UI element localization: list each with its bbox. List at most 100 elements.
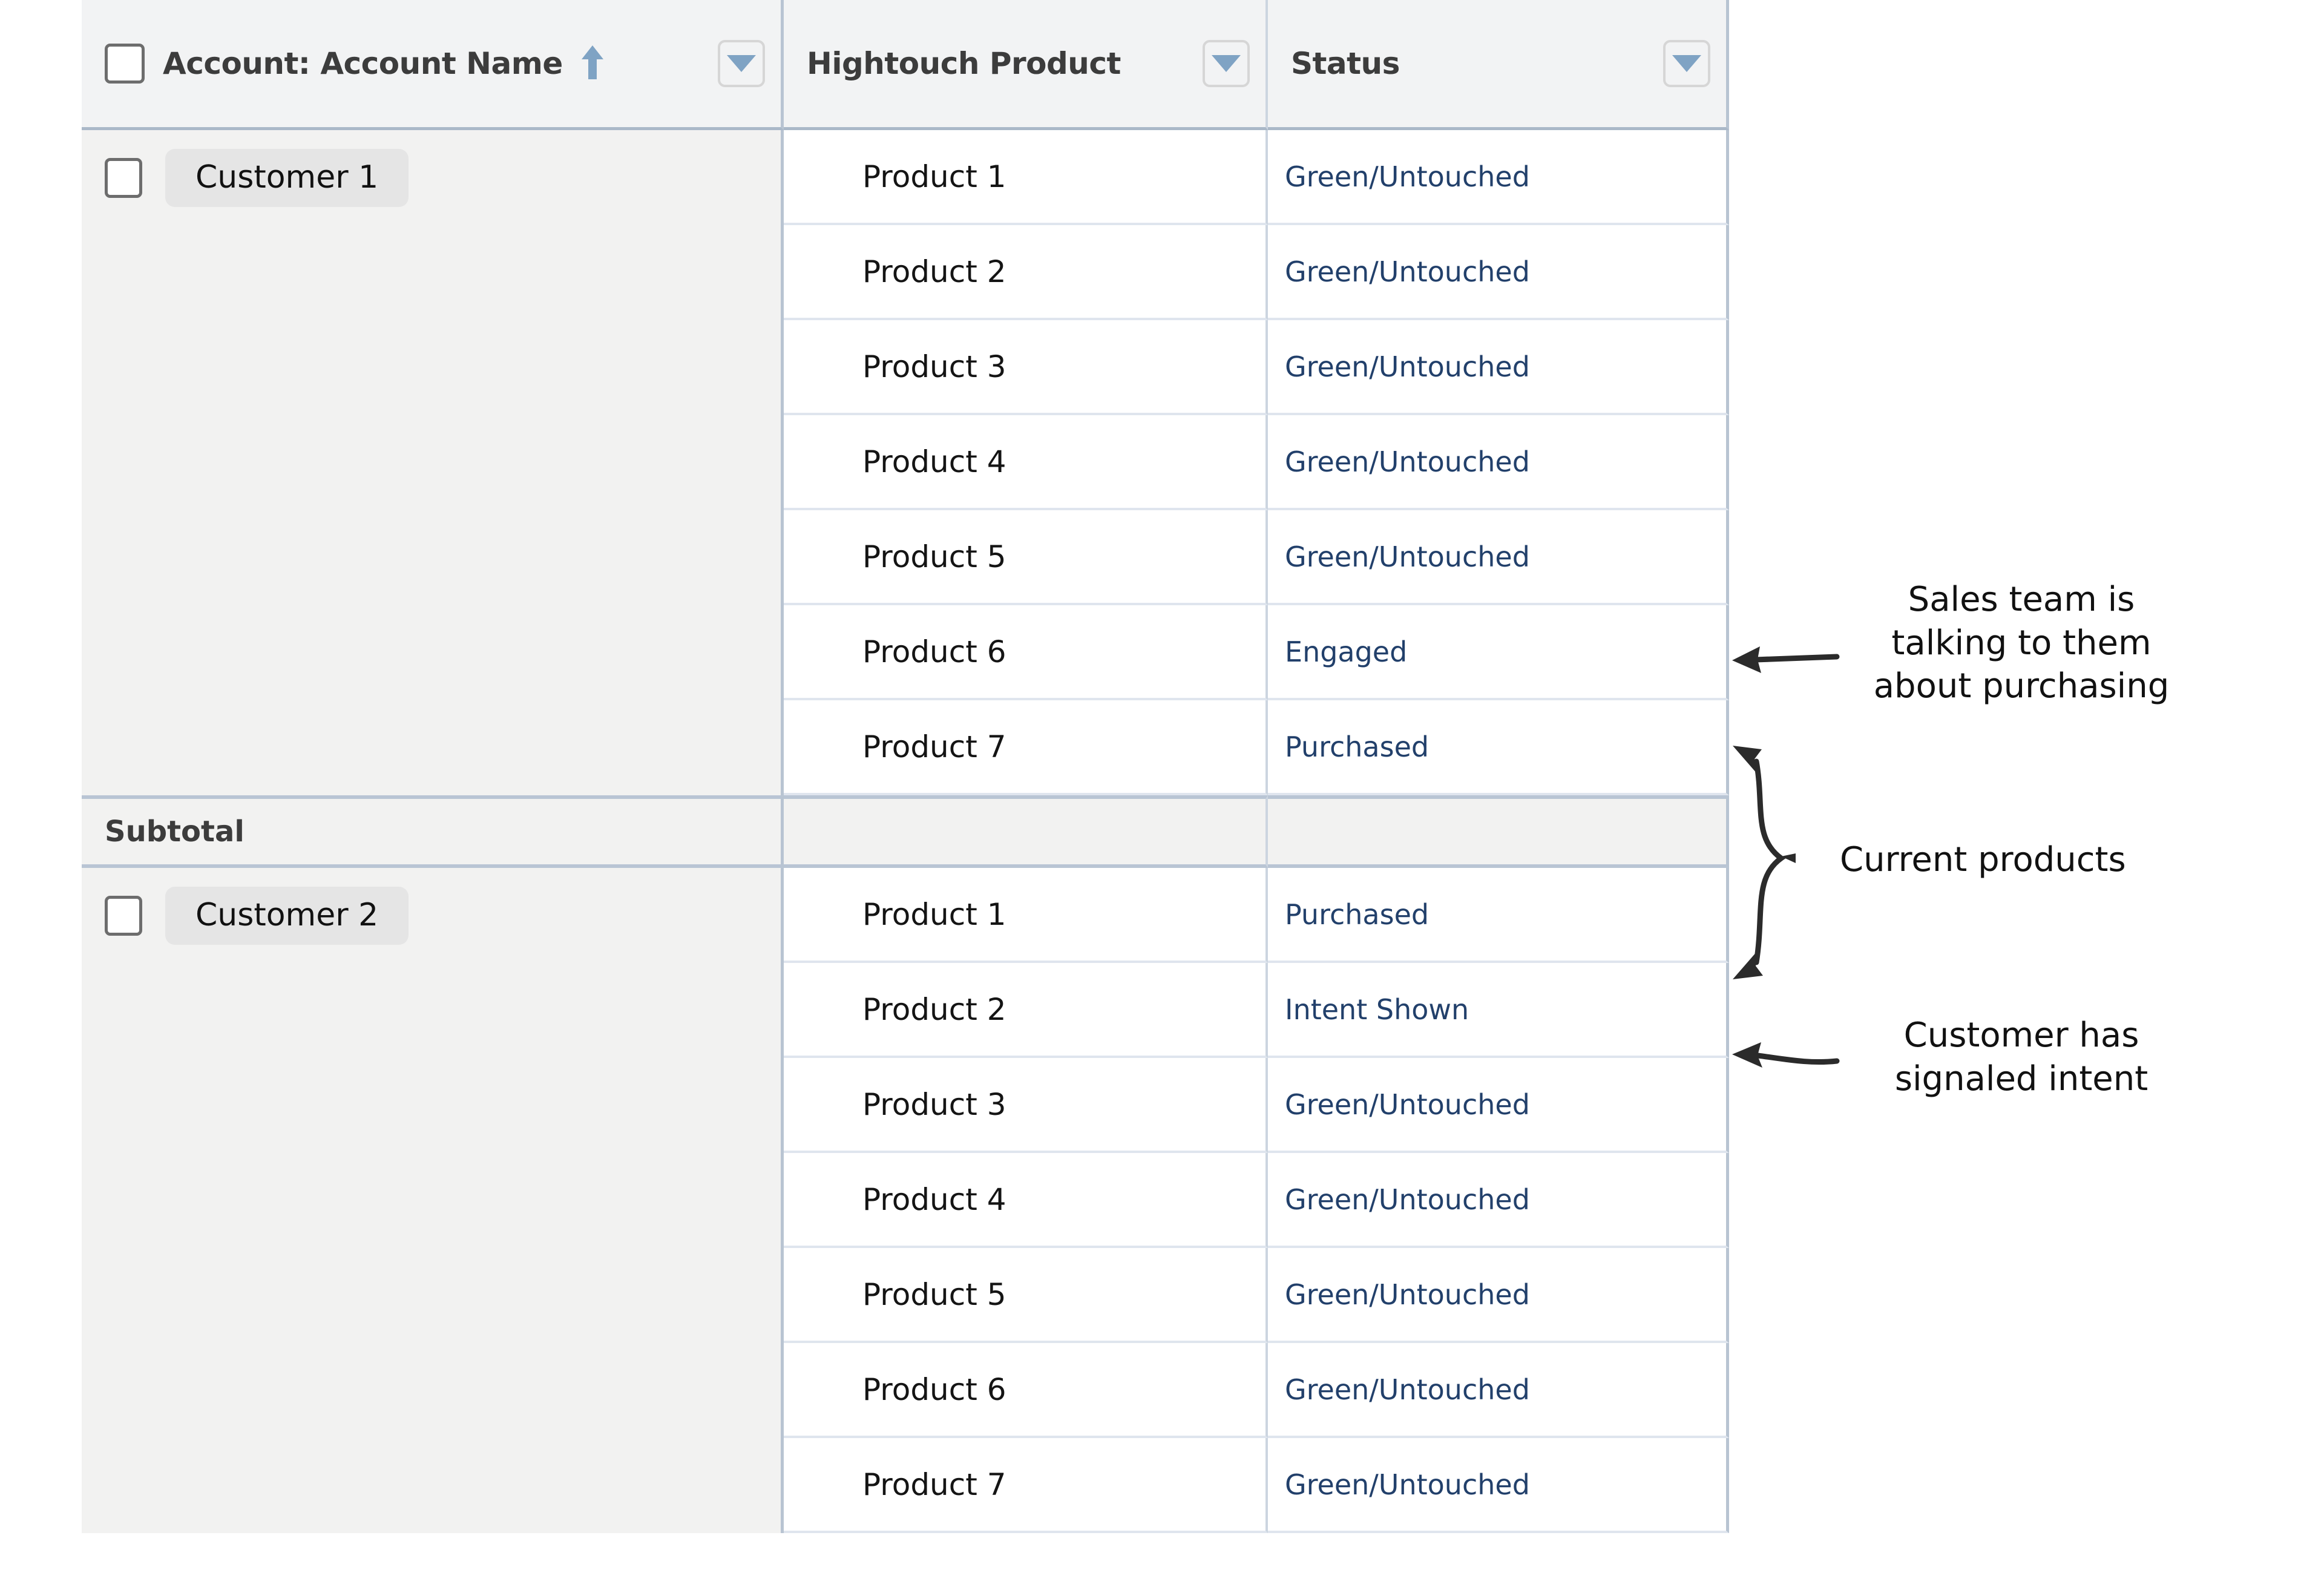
status-cell: Purchased: [1268, 700, 1729, 795]
status-cell: Purchased: [1268, 868, 1729, 963]
table-row[interactable]: Product 2 Green/Untouched: [82, 225, 1729, 320]
annotation-signaled-intent: Customer has signaled intent: [1894, 1016, 2148, 1099]
subtotal-label-cell: Subtotal: [82, 795, 784, 868]
product-cell: Product 6: [784, 605, 1268, 700]
account-cell: [82, 1248, 784, 1343]
subtotal-status-cell: [1268, 795, 1729, 868]
row-checkbox[interactable]: [105, 157, 142, 198]
account-cell: [82, 225, 784, 320]
status-value[interactable]: Green/Untouched: [1285, 445, 1530, 478]
product-name: Product 6: [862, 634, 1006, 669]
status-cell: Green/Untouched: [1268, 1248, 1729, 1343]
caret-down-icon: [1672, 55, 1701, 72]
account-group-header: Customer 1: [105, 148, 781, 207]
table-row[interactable]: Customer 2 Product 1 Purchased: [82, 868, 1729, 963]
product-cell: Product 3: [784, 320, 1268, 415]
column-header-account[interactable]: Account: Account Name: [82, 0, 784, 130]
account-group-header: Customer 2: [105, 886, 781, 945]
table-row[interactable]: Product 6 Engaged: [82, 605, 1729, 700]
product-name: Product 2: [862, 991, 1006, 1027]
column-menu-button-status[interactable]: [1663, 40, 1710, 87]
status-cell: Intent Shown: [1268, 963, 1729, 1058]
status-cell: Green/Untouched: [1268, 1438, 1729, 1533]
select-all-checkbox[interactable]: [105, 44, 145, 84]
account-cell: [82, 1438, 784, 1533]
account-cell: [82, 1343, 784, 1438]
account-cell: [82, 415, 784, 510]
product-cell: Product 2: [784, 963, 1268, 1058]
status-value[interactable]: Intent Shown: [1285, 993, 1469, 1026]
product-name: Product 5: [862, 1276, 1006, 1312]
status-cell: Green/Untouched: [1268, 130, 1729, 225]
status-value[interactable]: Green/Untouched: [1285, 1088, 1530, 1121]
table-row[interactable]: Product 3 Green/Untouched: [82, 320, 1729, 415]
status-cell: Engaged: [1268, 605, 1729, 700]
account-cell: [82, 700, 784, 795]
status-cell: Green/Untouched: [1268, 415, 1729, 510]
status-value[interactable]: Green/Untouched: [1285, 255, 1530, 288]
table-row[interactable]: Product 6 Green/Untouched: [82, 1343, 1729, 1438]
account-name-badge[interactable]: Customer 1: [165, 148, 409, 207]
account-cell: [82, 605, 784, 700]
table-row[interactable]: Product 3 Green/Untouched: [82, 1058, 1729, 1153]
product-name: Product 7: [862, 1467, 1006, 1502]
table-row[interactable]: Product 4 Green/Untouched: [82, 1153, 1729, 1248]
column-header-status[interactable]: Status: [1268, 0, 1729, 130]
arrow-left-icon: [1732, 1042, 1840, 1068]
account-name-badge[interactable]: Customer 2: [165, 886, 409, 945]
column-menu-button-product[interactable]: [1203, 40, 1250, 87]
sort-ascending-icon[interactable]: [579, 44, 606, 84]
product-name: Product 1: [862, 896, 1006, 932]
table-row[interactable]: Product 2 Intent Shown: [82, 963, 1729, 1058]
column-header-status-label: Status: [1291, 46, 1400, 81]
status-cell: Green/Untouched: [1268, 1153, 1729, 1248]
row-checkbox[interactable]: [105, 895, 142, 936]
status-value[interactable]: Green/Untouched: [1285, 540, 1530, 573]
table-row[interactable]: Product 5 Green/Untouched: [82, 1248, 1729, 1343]
product-name: Product 4: [862, 1181, 1006, 1217]
status-value[interactable]: Green/Untouched: [1285, 160, 1530, 193]
annotation-sales-team: Sales team is talking to them about purc…: [1873, 580, 2170, 706]
status-cell: Green/Untouched: [1268, 225, 1729, 320]
status-value[interactable]: Green/Untouched: [1285, 1278, 1530, 1311]
subtotal-product-cell: [784, 795, 1268, 868]
status-cell: Green/Untouched: [1268, 1058, 1729, 1153]
status-value[interactable]: Purchased: [1285, 730, 1430, 763]
status-value[interactable]: Engaged: [1285, 635, 1408, 668]
product-cell: Product 7: [784, 1438, 1268, 1533]
account-cell: Customer 2: [82, 868, 784, 963]
table-header: Account: Account Name Hightouch Product: [82, 0, 1729, 130]
status-value[interactable]: Purchased: [1285, 898, 1430, 931]
status-value[interactable]: Green/Untouched: [1285, 1373, 1530, 1406]
subtotal-label: Subtotal: [105, 815, 245, 849]
product-cell: Product 6: [784, 1343, 1268, 1438]
curly-brace-icon: [1733, 746, 1796, 979]
product-cell: Product 1: [784, 868, 1268, 963]
column-header-account-label: Account: Account Name: [163, 46, 563, 81]
product-cell: Product 2: [784, 225, 1268, 320]
product-name: Product 3: [862, 1086, 1006, 1122]
column-header-product[interactable]: Hightouch Product: [784, 0, 1268, 130]
product-cell: Product 1: [784, 130, 1268, 225]
status-value[interactable]: Green/Untouched: [1285, 350, 1530, 383]
status-value[interactable]: Green/Untouched: [1285, 1183, 1530, 1216]
header-row: Account: Account Name Hightouch Product: [82, 0, 1729, 130]
column-menu-button-account[interactable]: [718, 40, 765, 87]
annotation-current-products: Current products: [1840, 840, 2126, 879]
product-name: Product 1: [862, 159, 1006, 194]
table-row[interactable]: Product 7 Green/Untouched: [82, 1438, 1729, 1533]
table-row[interactable]: Customer 1 Product 1 Green/Untouched: [82, 130, 1729, 225]
account-cell: [82, 963, 784, 1058]
product-name: Product 3: [862, 349, 1006, 384]
account-cell: Customer 1: [82, 130, 784, 225]
status-value[interactable]: Green/Untouched: [1285, 1468, 1530, 1501]
account-cell: [82, 320, 784, 415]
caret-down-icon: [1212, 55, 1241, 72]
account-cell: [82, 510, 784, 605]
column-header-product-label: Hightouch Product: [807, 46, 1121, 81]
product-name: Product 6: [862, 1372, 1006, 1407]
